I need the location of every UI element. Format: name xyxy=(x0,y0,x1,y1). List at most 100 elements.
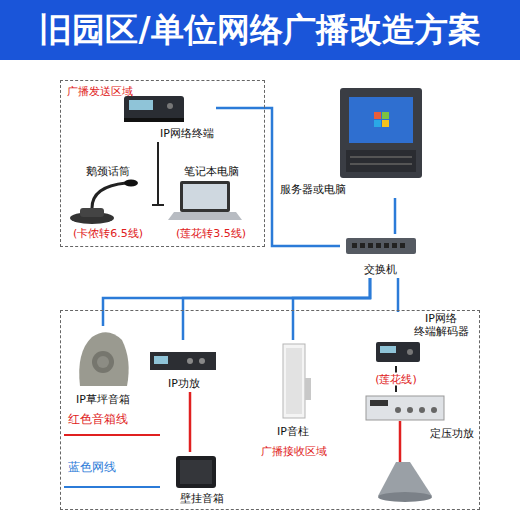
laptop-picture xyxy=(168,181,242,220)
wall-speaker-picture xyxy=(176,456,216,488)
ip-amp-picture-part xyxy=(150,352,216,370)
title-text: 旧园区/单位网络广播改造方案 xyxy=(0,0,520,60)
column-speaker: IP音柱 xyxy=(258,340,328,440)
ip-amplifier: IP功放 xyxy=(146,340,222,392)
switch-picture-part xyxy=(360,243,365,248)
decoder-picture-part xyxy=(407,349,413,355)
network-switch: 交换机 xyxy=(340,234,420,278)
server-picture-part xyxy=(346,150,416,172)
switch-picture-part xyxy=(392,243,397,248)
switch-picture-part xyxy=(376,243,381,248)
network-cable xyxy=(293,278,370,340)
server-picture-part xyxy=(340,88,422,178)
server: 服务器或电脑 xyxy=(278,86,426,198)
horn-picture xyxy=(378,462,432,502)
terminal-picture-part xyxy=(124,96,184,122)
ip-amp-picture-part xyxy=(154,356,168,364)
decoder-picture-part xyxy=(376,342,420,362)
decoder-picture-part xyxy=(380,346,396,353)
switch-picture-part xyxy=(400,243,405,248)
receive-region: 广播接收区域 IP草坪音箱 IP功放 IP音柱 IP网络 终端解码器定压功放壁挂音箱 xyxy=(60,310,480,510)
laptop-picture-part xyxy=(168,212,242,220)
pa-amp-picture-part xyxy=(395,407,401,413)
device-label: IP网络终端 xyxy=(160,127,214,140)
speaker-wire xyxy=(189,392,192,452)
device-label: IP网络 终端解码器 xyxy=(406,312,476,338)
column-speaker-picture xyxy=(283,344,311,418)
pa-amp-picture-part xyxy=(370,400,388,406)
laptop-picture-part xyxy=(183,184,227,209)
server-picture-part xyxy=(350,156,412,158)
terminal-picture-part xyxy=(129,100,153,110)
laptop-picture-part xyxy=(180,181,230,212)
wall-speaker: 壁挂音箱 xyxy=(166,452,238,507)
server-picture-part xyxy=(382,112,389,119)
cable-label: (莲花线) xyxy=(373,373,419,386)
gooseneck-mic: 鹅颈话筒 (卡侬转6.5线) xyxy=(64,164,152,242)
lawn-speaker: IP草坪音箱 xyxy=(70,326,136,408)
pa-amp-picture-part xyxy=(407,407,413,413)
ip-amp-picture xyxy=(150,352,216,370)
legend-swatch xyxy=(64,434,160,436)
pa-amp-picture-part xyxy=(431,407,437,413)
device-label: 定压功放 xyxy=(430,427,474,440)
network-cable xyxy=(397,278,400,312)
speaker-wire-part xyxy=(399,421,402,462)
ip-terminal: IP网络终端 xyxy=(118,92,216,142)
pa-amp-picture-part xyxy=(366,396,444,420)
mic-picture xyxy=(70,180,138,225)
server-picture-part xyxy=(350,163,412,165)
device-label: IP功放 xyxy=(168,377,200,390)
device-label: 交换机 xyxy=(364,263,397,276)
cable-note: (莲花转3.5线) xyxy=(176,227,246,240)
terminal-picture-part xyxy=(167,103,173,109)
switch-picture-part xyxy=(346,238,416,254)
mic-picture-part xyxy=(124,180,138,187)
pa-amplifier: 定压功放 xyxy=(362,392,476,442)
server-picture-part xyxy=(349,97,413,143)
device-label: 壁挂音箱 xyxy=(180,492,224,505)
server-picture-part xyxy=(382,120,389,127)
terminal-picture-part xyxy=(124,118,184,122)
column-speaker-picture-part xyxy=(283,344,305,418)
wall-speaker-picture-part xyxy=(180,460,212,484)
switch-picture-part xyxy=(352,243,357,248)
network-cable xyxy=(103,278,370,326)
terminal-picture xyxy=(124,96,184,122)
server-picture-part xyxy=(374,112,381,119)
switch-picture xyxy=(346,238,416,254)
ip-decoder: IP网络 终端解码器 xyxy=(372,312,476,366)
lawn-speaker-picture-part xyxy=(92,351,114,373)
switch-picture-part xyxy=(384,243,389,248)
lawn-speaker-picture-part xyxy=(97,356,109,368)
mic-picture-part xyxy=(92,183,126,208)
device-label: 服务器或电脑 xyxy=(280,183,346,196)
server-picture-part xyxy=(374,120,381,127)
mic-picture-part xyxy=(80,208,104,217)
device-label: 笔记本电脑 xyxy=(184,165,239,178)
title-banner: 旧园区/单位网络广播改造方案 xyxy=(0,0,520,60)
horn-picture-part xyxy=(378,492,432,502)
cable-note: (卡侬转6.5线) xyxy=(73,227,143,240)
send-region: 广播发送区域IP网络终端鹅颈话筒(卡侬转6.5线)笔记本电脑(莲花转3.5线) xyxy=(60,80,265,247)
legend-swatch xyxy=(64,486,160,488)
device-label: 鹅颈话筒 xyxy=(86,165,130,178)
decoder-picture xyxy=(376,342,420,362)
device-label: IP草坪音箱 xyxy=(76,393,130,406)
legend-text: 蓝色网线 xyxy=(68,460,116,474)
server-picture xyxy=(340,88,422,178)
ip-amp-picture-part xyxy=(187,358,193,364)
column-speaker-picture-part xyxy=(286,348,302,414)
device-label: IP音柱 xyxy=(277,425,309,438)
network-cable xyxy=(394,198,397,234)
pa-amp-picture-part xyxy=(419,407,425,413)
region-label: 广播接收区域 xyxy=(261,445,327,458)
lawn-speaker-picture xyxy=(79,332,128,386)
column-speaker-picture-part xyxy=(305,378,311,400)
network-cable xyxy=(183,278,370,340)
audio-cable xyxy=(158,142,164,205)
